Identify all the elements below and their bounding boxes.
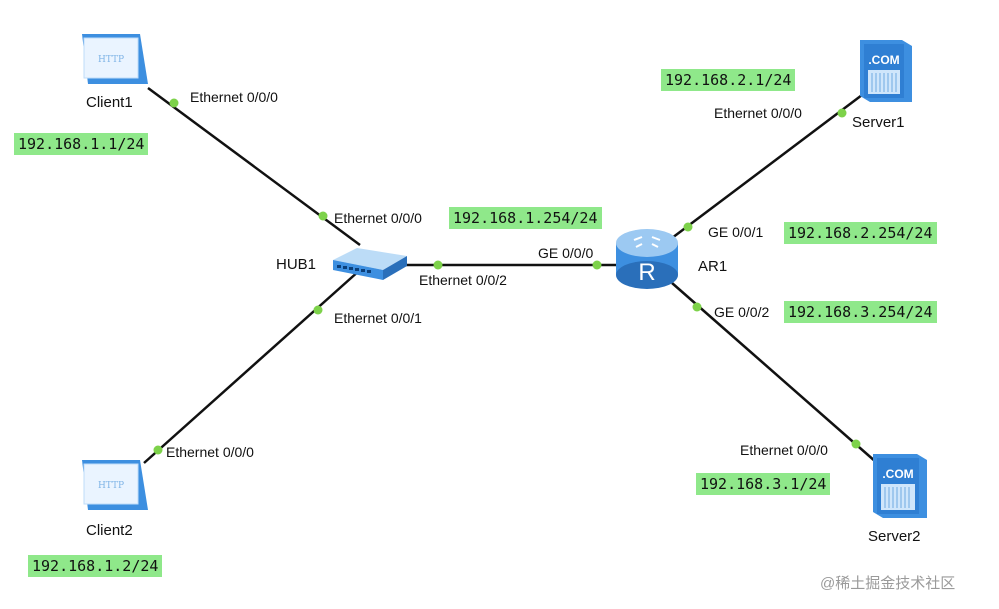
- svg-text:.COM: .COM: [868, 53, 899, 67]
- svg-text:HTTP: HTTP: [98, 481, 124, 491]
- server2-name: Server2: [868, 528, 921, 545]
- hub-icon[interactable]: [329, 240, 409, 282]
- svg-text:R: R: [638, 259, 655, 286]
- server2-port-label: Ethernet 0/0/0: [740, 442, 828, 458]
- client1-name: Client1: [86, 94, 133, 111]
- port-dot-hub1-eth1: [313, 305, 323, 315]
- http-client-icon[interactable]: HTTP: [76, 456, 152, 514]
- link-client1-hub1: [147, 86, 361, 247]
- port-dot-ar1-ge0: [592, 260, 602, 270]
- web-server-icon[interactable]: .COM: [856, 36, 916, 106]
- svg-text:.COM: .COM: [882, 467, 913, 481]
- client2-port-label: Ethernet 0/0/0: [166, 444, 254, 460]
- port-dot-server1-eth: [837, 108, 847, 118]
- ar1-ge2-port-label: GE 0/0/2: [714, 304, 770, 320]
- link-client2-hub1: [143, 269, 361, 464]
- client1-ip-label: 192.168.1.1/24: [14, 133, 149, 155]
- ar1-ge0-port-label: GE 0/0/0: [538, 245, 594, 261]
- ar1-ge2-ip-label: 192.168.3.254/24: [784, 301, 937, 323]
- server1-port-label: Ethernet 0/0/0: [714, 105, 802, 121]
- http-client-icon[interactable]: HTTP: [76, 30, 152, 88]
- ar1-name: AR1: [698, 258, 728, 275]
- link-ar1-server2: [671, 282, 877, 463]
- ar1-ge1-ip-label: 192.168.2.254/24: [784, 222, 937, 244]
- ar1-ge0-ip-label: 192.168.1.254/24: [449, 207, 602, 229]
- port-dot-client2-eth: [153, 445, 163, 455]
- port-dot-ar1-ge1: [683, 222, 693, 232]
- port-dot-hub1-eth0: [318, 211, 328, 221]
- server2-ip-label: 192.168.3.1/24: [696, 473, 831, 495]
- client2-ip-label: 192.168.1.2/24: [28, 555, 163, 577]
- ar1-ge1-port-label: GE 0/0/1: [708, 224, 764, 240]
- server1-ip-label: 192.168.2.1/24: [661, 69, 796, 91]
- port-dot-ar1-ge2: [692, 302, 702, 312]
- hub1-name: HUB1: [276, 256, 317, 273]
- port-dot-server2-eth: [851, 439, 861, 449]
- hub1-eth1-port-label: Ethernet 0/0/1: [334, 310, 422, 326]
- client1-port-label: Ethernet 0/0/0: [190, 89, 278, 105]
- web-server-icon[interactable]: .COM: [869, 450, 933, 522]
- port-dot-client1-eth: [169, 98, 179, 108]
- server1-name: Server1: [852, 114, 905, 131]
- svg-text:HTTP: HTTP: [98, 55, 124, 65]
- hub1-eth0-port-label: Ethernet 0/0/0: [334, 210, 422, 226]
- hub1-eth2-port-label: Ethernet 0/0/2: [419, 272, 507, 288]
- port-dot-hub1-eth2: [433, 260, 443, 270]
- router-icon[interactable]: R: [612, 225, 682, 295]
- watermark-text: @稀土掘金技术社区: [820, 575, 956, 592]
- client2-name: Client2: [86, 522, 133, 539]
- link-ar1-server1: [671, 94, 863, 239]
